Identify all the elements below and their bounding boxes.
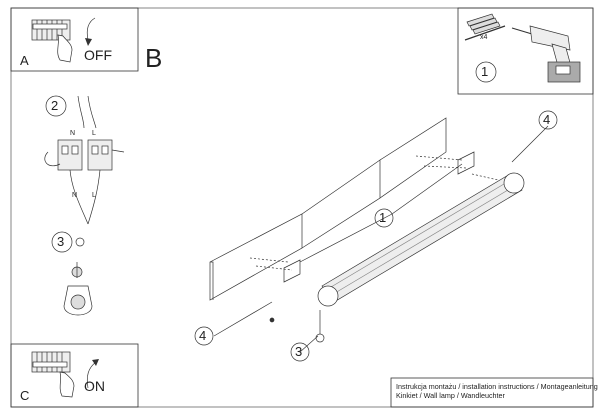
panel-a-letter: A bbox=[20, 53, 29, 68]
step-2-number: 2 bbox=[51, 98, 59, 113]
wall-anchor-icon bbox=[466, 13, 501, 35]
callout-3-number: 3 bbox=[295, 344, 303, 359]
neutral-label: N bbox=[72, 192, 78, 199]
callout-1-number: 1 bbox=[379, 210, 387, 225]
outer-frame bbox=[10, 7, 594, 408]
wall-panel bbox=[301, 159, 381, 249]
panel-c-letter: C bbox=[20, 388, 30, 403]
neutral-label: N bbox=[70, 130, 76, 137]
breaker-off-illustration bbox=[31, 17, 96, 63]
earth-connection-illustration bbox=[51, 231, 93, 316]
tools-illustration bbox=[464, 13, 581, 83]
earth-symbol-icon bbox=[75, 237, 85, 247]
footer-line-1: Instrukcja montażu / installation instru… bbox=[396, 382, 598, 391]
wall-panel bbox=[209, 213, 303, 301]
callout-4-number: 4 bbox=[199, 328, 207, 343]
callout-1-marker bbox=[374, 208, 394, 228]
step-1-number: 1 bbox=[481, 64, 489, 79]
callout-4-marker bbox=[194, 326, 214, 346]
section-letter: B bbox=[145, 43, 163, 73]
anchor-quantity: x4 bbox=[480, 34, 488, 41]
footer-line-2: Kinkiet / Wall lamp / Wandleuchter bbox=[396, 391, 505, 400]
footer-frame bbox=[390, 377, 594, 408]
live-label: L bbox=[92, 192, 96, 199]
callout-3-marker bbox=[290, 342, 310, 362]
switch-on-label: ON bbox=[84, 378, 105, 394]
switch-off-label: OFF bbox=[84, 47, 112, 63]
panel-a-frame bbox=[10, 7, 139, 72]
earth-symbol-icon bbox=[315, 333, 325, 343]
tools-panel-frame bbox=[457, 7, 594, 95]
wall-panel bbox=[379, 117, 447, 199]
step-3-number: 3 bbox=[57, 234, 65, 249]
arrow-down-icon bbox=[86, 17, 96, 41]
step-1-marker bbox=[475, 61, 497, 83]
footer-text: Instrukcja montażu / installation instru… bbox=[396, 382, 598, 400]
wiring-illustration bbox=[44, 95, 125, 225]
screw-icon bbox=[464, 25, 506, 41]
screw-icon bbox=[269, 317, 275, 323]
breaker-on-illustration bbox=[31, 351, 99, 398]
callout-4-number: 4 bbox=[543, 112, 551, 127]
step-3-marker bbox=[51, 231, 73, 253]
step-2-marker bbox=[45, 95, 67, 117]
lamp-end-cap bbox=[317, 285, 339, 307]
wall-mounting-illustration bbox=[194, 110, 558, 362]
drill-icon bbox=[511, 25, 581, 83]
arrow-up-icon bbox=[86, 361, 97, 389]
live-label: L bbox=[92, 130, 96, 137]
panel-c-frame bbox=[10, 343, 139, 408]
callout-4-marker bbox=[538, 110, 558, 130]
